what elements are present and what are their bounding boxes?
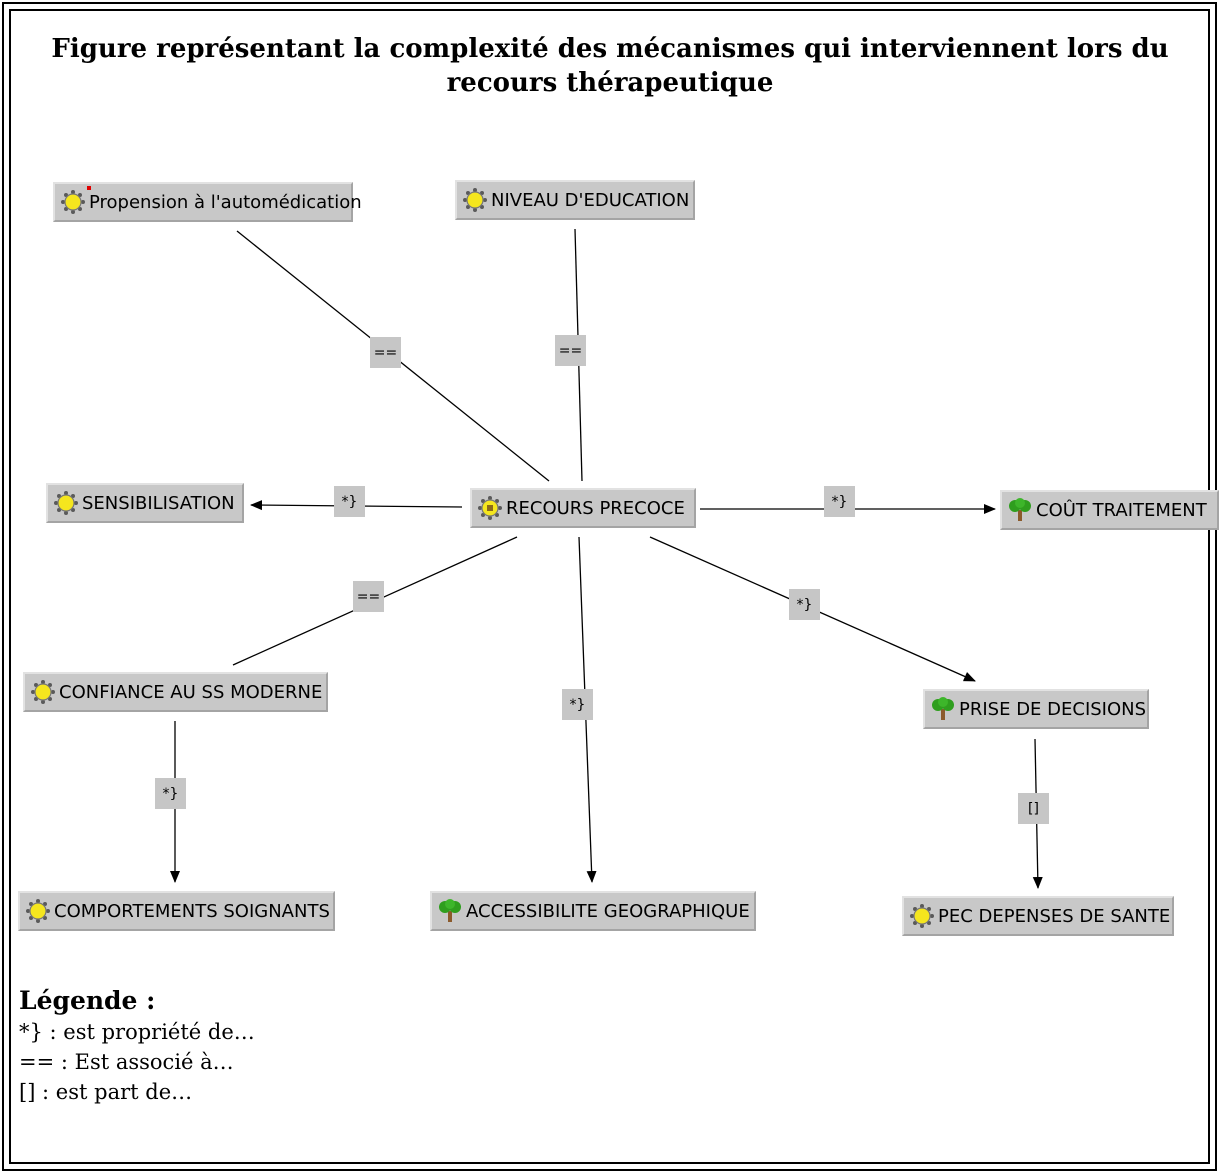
node-label: RECOURS PRECOCE [506,497,685,519]
sun-gear-icon [478,496,502,520]
sun-gear-icon [61,190,85,214]
tree-icon [439,899,461,922]
legend-item: == : Est associé à… [19,1050,234,1074]
node-confiance[interactable]: CONFIANCE AU SS MODERNE [23,672,328,712]
relation-label: *} [334,486,365,517]
tree-icon [932,697,954,720]
node-sensibilisation[interactable]: SENSIBILISATION [46,483,244,523]
relation-label: *} [562,689,593,720]
sun-gear-icon [910,904,934,928]
tree-icon [1009,498,1031,521]
relation-label: *} [155,778,186,809]
node-pec-depenses[interactable]: PEC DEPENSES DE SANTE [902,896,1174,936]
legend-title: Légende : [19,986,156,1015]
relation-label: *} [824,486,855,517]
relation-label: [] [1018,793,1049,824]
node-recours-precoce[interactable]: RECOURS PRECOCE [470,488,696,528]
node-label: CONFIANCE AU SS MODERNE [59,681,323,703]
node-label: COMPORTEMENTS SOIGNANTS [54,900,330,922]
sun-gear-icon [54,491,78,515]
legend-item: *} : est propriété de… [19,1020,255,1044]
node-label: Propension à l'automédication [89,191,362,213]
figure-title: Figure représentant la complexité des mé… [51,34,1169,98]
red-marker [87,186,91,190]
node-label: PEC DEPENSES DE SANTE [938,905,1171,927]
node-accessibilite[interactable]: ACCESSIBILITE GEOGRAPHIQUE [430,891,756,931]
node-cout-traitement[interactable]: COÛT TRAITEMENT [1000,490,1219,530]
relation-label: *} [789,589,820,620]
relation-label: == [555,335,586,366]
node-comportements[interactable]: COMPORTEMENTS SOIGNANTS [18,891,335,931]
node-propension[interactable]: Propension à l'automédication [53,182,362,222]
node-niveau-education[interactable]: NIVEAU D'EDUCATION [455,180,695,220]
relation-label: == [370,337,401,368]
sun-gear-icon [463,188,487,212]
node-label: COÛT TRAITEMENT [1036,499,1207,521]
node-label: PRISE DE DECISIONS [959,698,1147,720]
relation-label: == [353,581,384,612]
node-label: NIVEAU D'EDUCATION [491,189,690,211]
sun-gear-icon [26,899,50,923]
node-label: SENSIBILISATION [82,492,235,514]
inner-frame [9,9,1210,1164]
legend-item: [] : est part de… [19,1080,193,1104]
node-prise-decisions[interactable]: PRISE DE DECISIONS [923,689,1149,729]
node-label: ACCESSIBILITE GEOGRAPHIQUE [466,900,750,922]
legend: Légende : *} : est propriété de… == : Es… [19,985,255,1107]
sun-gear-icon [31,680,55,704]
